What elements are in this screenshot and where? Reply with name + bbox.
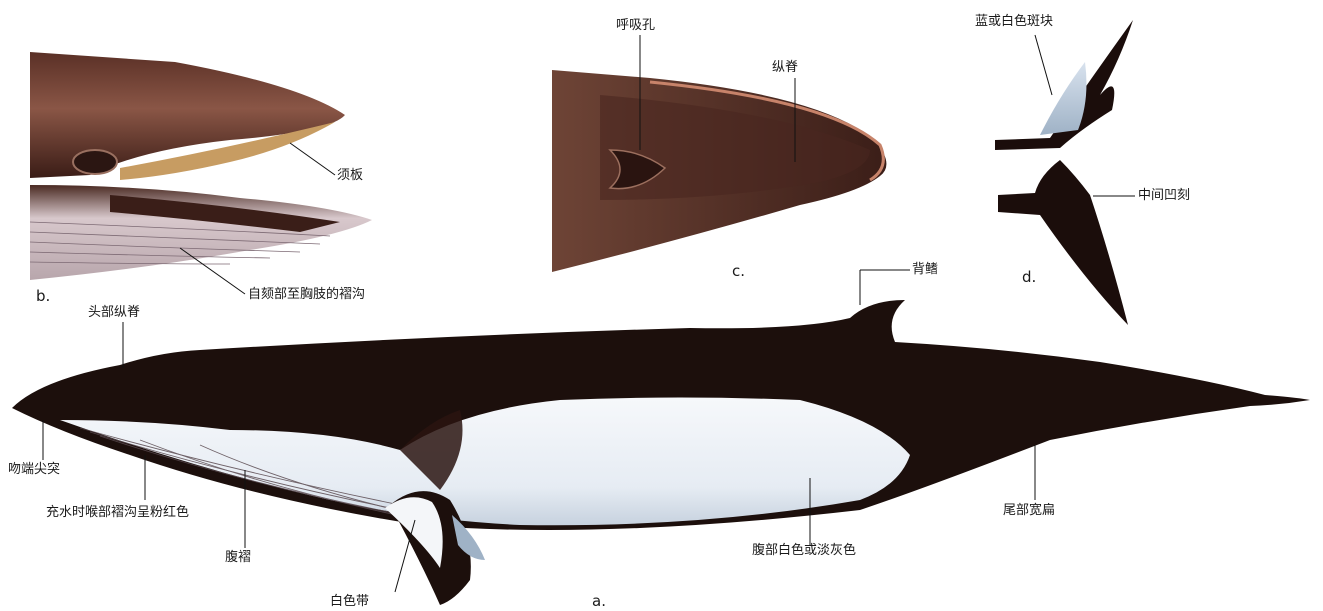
label-pink-throat: 充水时喉部褶沟呈粉红色 — [46, 505, 189, 521]
panel-d-fluke — [995, 20, 1133, 325]
panel-a-whale — [12, 300, 1310, 605]
panel-label-a: a. — [592, 592, 606, 610]
panel-c-head-top — [552, 70, 886, 272]
label-white-band: 白色带 — [330, 594, 369, 610]
label-tail-stock: 尾部宽扁 — [1003, 503, 1055, 519]
panel-d-lower-fluke — [998, 160, 1128, 325]
label-snout-tip: 吻端尖突 — [8, 462, 60, 478]
panel-d-blue-patch — [1040, 62, 1086, 135]
label-blowhole: 呼吸孔 — [616, 18, 655, 34]
panel-label-d: d. — [1022, 268, 1036, 286]
label-throat-grooves: 自颏部至胸肢的褶沟 — [248, 287, 365, 303]
label-ventral-pleats: 腹褶 — [225, 550, 251, 566]
whale-white-band — [385, 497, 443, 568]
panel-label-c: c. — [732, 262, 745, 280]
panel-b-lower-jaw — [30, 185, 372, 280]
label-dorsal-fin: 背鳍 — [912, 262, 938, 278]
label-belly-color: 腹部白色或淡灰色 — [752, 543, 856, 559]
panel-label-b: b. — [36, 287, 50, 305]
label-rostral-ridge: 纵脊 — [772, 60, 798, 76]
label-baleen: 须板 — [337, 168, 363, 184]
label-head-ridge: 头部纵脊 — [88, 305, 140, 321]
panel-b-eye — [73, 150, 117, 174]
panel-b-head-closeup — [30, 52, 372, 280]
label-fluke-notch: 中间凹刻 — [1138, 188, 1190, 204]
label-fluke-patch: 蓝或白色斑块 — [975, 14, 1053, 30]
